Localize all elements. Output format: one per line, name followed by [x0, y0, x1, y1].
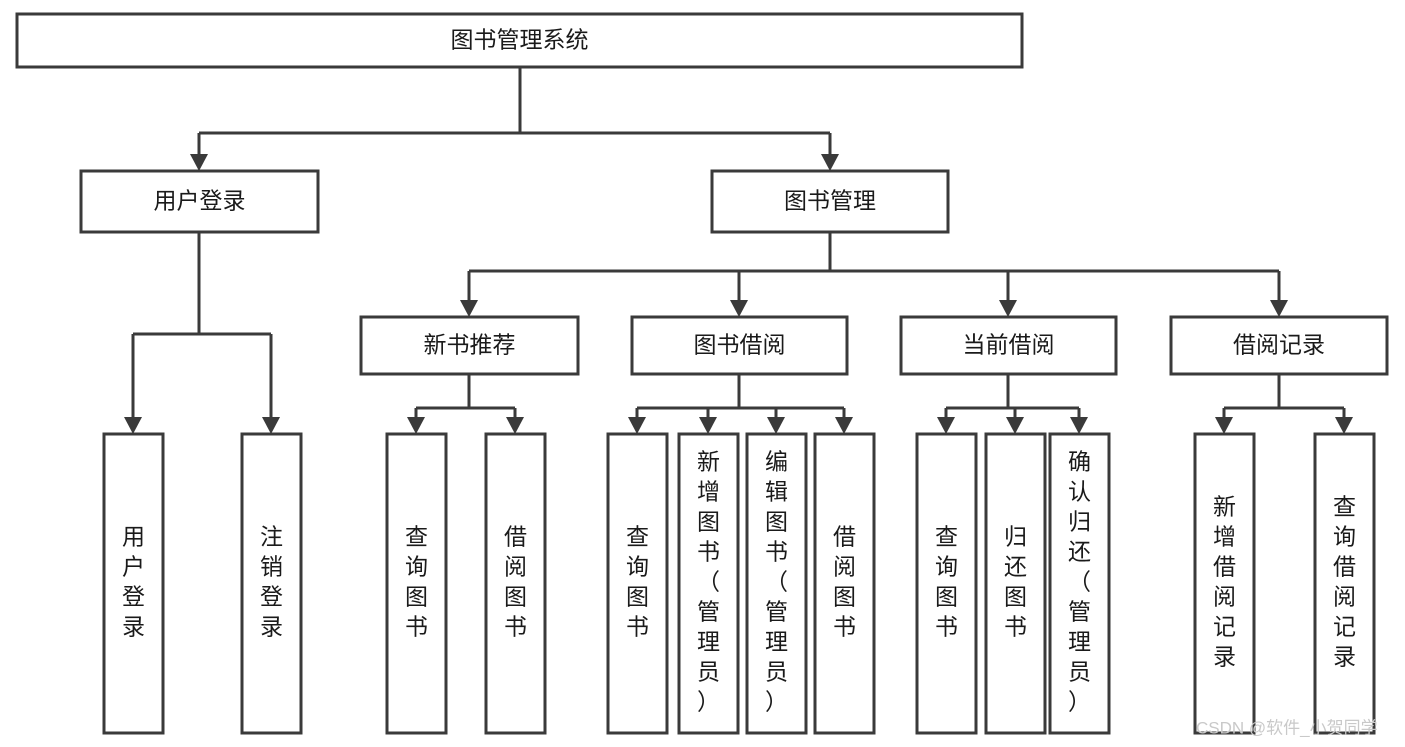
- node-label: 图书管理: [784, 188, 876, 214]
- node-label: 用户登录: [154, 188, 246, 214]
- node-root[interactable]: 图书管理系统: [15, 12, 1024, 69]
- arrow-head-icon: [730, 300, 748, 317]
- node-label: 查询图书: [405, 524, 428, 640]
- node-box[interactable]: [745, 432, 808, 735]
- arrow-head-icon: [1215, 417, 1233, 434]
- node-layer: 图书管理系统用户登录图书管理新书推荐图书借阅当前借阅借阅记录用户登录注销登录查询…: [15, 12, 1389, 735]
- node-label: 归还图书: [1004, 524, 1027, 640]
- arrow-head-icon: [821, 154, 839, 171]
- arrow-head-icon: [1270, 300, 1288, 317]
- node-box[interactable]: [240, 432, 303, 735]
- node-box[interactable]: [915, 432, 978, 735]
- node-box[interactable]: [630, 315, 849, 376]
- node-label: 借阅图书: [504, 524, 527, 640]
- node-label: 编辑图书（管理员）: [765, 449, 788, 715]
- connector-layer: [124, 67, 1353, 434]
- arrow-head-icon: [937, 417, 955, 434]
- arrow-head-icon: [999, 300, 1017, 317]
- node-leaf-query-borrow-record[interactable]: 查询借阅记录: [1313, 432, 1376, 735]
- node-leaf-query-book-3[interactable]: 查询图书: [915, 432, 978, 735]
- connector-group-root-to-level2: [190, 67, 839, 171]
- node-label: 查询图书: [935, 524, 958, 640]
- node-box[interactable]: [1048, 432, 1111, 735]
- node-box[interactable]: [677, 432, 740, 735]
- node-leaf-borrow-book-1[interactable]: 借阅图书: [484, 432, 547, 735]
- arrow-head-icon: [190, 154, 208, 171]
- node-leaf-user-login[interactable]: 用户登录: [102, 432, 165, 735]
- node-box[interactable]: [79, 169, 320, 234]
- arrow-head-icon: [1070, 417, 1088, 434]
- node-label: 当前借阅: [963, 332, 1055, 358]
- watermark-layer: CSDN @软件_小贺同学: [1196, 718, 1378, 737]
- node-leaf-return-book[interactable]: 归还图书: [984, 432, 1047, 735]
- arrow-head-icon: [407, 417, 425, 434]
- connector-group-user-login-to-leaves: [124, 232, 280, 434]
- arrow-head-icon: [1335, 417, 1353, 434]
- csdn-watermark: CSDN @软件_小贺同学: [1196, 718, 1378, 737]
- node-leaf-add-borrow-record[interactable]: 新增借阅记录: [1193, 432, 1256, 735]
- node-label: 查询图书: [626, 524, 649, 640]
- node-box[interactable]: [984, 432, 1047, 735]
- node-label: 确认归还（管理员）: [1068, 449, 1091, 715]
- node-label: 图书管理系统: [451, 27, 589, 53]
- connector-group-new-book-recommend-to-leaves: [407, 374, 524, 434]
- connector-group-book-borrow-to-leaves: [628, 374, 853, 434]
- node-label: 借阅记录: [1233, 332, 1325, 358]
- arrow-head-icon: [124, 417, 142, 434]
- node-label: 用户登录: [122, 524, 145, 640]
- arrow-head-icon: [460, 300, 478, 317]
- node-current-borrow[interactable]: 当前借阅: [899, 315, 1118, 376]
- arrow-head-icon: [262, 417, 280, 434]
- arrow-head-icon: [699, 417, 717, 434]
- connector-group-book-manage-to-level3: [460, 232, 1288, 317]
- arrow-head-icon: [506, 417, 524, 434]
- node-label: 新增借阅记录: [1213, 494, 1236, 670]
- node-leaf-borrow-book-2[interactable]: 借阅图书: [813, 432, 876, 735]
- node-box[interactable]: [813, 432, 876, 735]
- node-new-book-recommend[interactable]: 新书推荐: [359, 315, 580, 376]
- node-label: 新书推荐: [424, 332, 516, 358]
- node-box[interactable]: [899, 315, 1118, 376]
- node-label: 查询借阅记录: [1333, 494, 1356, 670]
- node-leaf-confirm-return-admin[interactable]: 确认归还（管理员）: [1048, 432, 1111, 735]
- node-label: 注销登录: [260, 524, 283, 640]
- node-label: 借阅图书: [833, 524, 856, 640]
- node-box[interactable]: [1169, 315, 1389, 376]
- arrow-head-icon: [835, 417, 853, 434]
- arrow-head-icon: [767, 417, 785, 434]
- node-box[interactable]: [15, 12, 1024, 69]
- connector-group-borrow-record-to-leaves: [1215, 374, 1353, 434]
- node-leaf-add-book-admin[interactable]: 新增图书（管理员）: [677, 432, 740, 735]
- node-book-borrow[interactable]: 图书借阅: [630, 315, 849, 376]
- node-label: 图书借阅: [694, 332, 786, 358]
- connector-group-current-borrow-to-leaves: [937, 374, 1088, 434]
- node-box[interactable]: [1313, 432, 1376, 735]
- node-box[interactable]: [359, 315, 580, 376]
- node-leaf-query-book-2[interactable]: 查询图书: [606, 432, 669, 735]
- node-book-manage[interactable]: 图书管理: [710, 169, 950, 234]
- node-box[interactable]: [102, 432, 165, 735]
- node-box[interactable]: [484, 432, 547, 735]
- node-box[interactable]: [385, 432, 448, 735]
- node-box[interactable]: [1193, 432, 1256, 735]
- node-box[interactable]: [606, 432, 669, 735]
- node-user-login[interactable]: 用户登录: [79, 169, 320, 234]
- node-label: 新增图书（管理员）: [697, 449, 720, 715]
- node-leaf-edit-book-admin[interactable]: 编辑图书（管理员）: [745, 432, 808, 735]
- arrow-head-icon: [1006, 417, 1024, 434]
- arrow-head-icon: [628, 417, 646, 434]
- node-leaf-user-logout[interactable]: 注销登录: [240, 432, 303, 735]
- node-leaf-query-book-1[interactable]: 查询图书: [385, 432, 448, 735]
- node-borrow-record[interactable]: 借阅记录: [1169, 315, 1389, 376]
- node-box[interactable]: [710, 169, 950, 234]
